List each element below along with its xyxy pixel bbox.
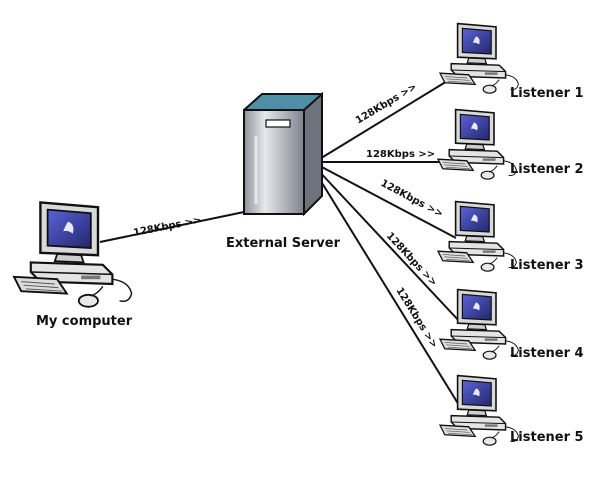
- upload-link: [99, 211, 245, 243]
- listener-label-4: Listener 4: [510, 346, 584, 361]
- source-computer: [12, 201, 133, 308]
- desktop-computer-icon: [439, 288, 520, 361]
- listener-label-3: Listener 3: [510, 258, 584, 273]
- stream-link-label-5: 128Kbps >>: [393, 286, 439, 350]
- listener-label-2: Listener 2: [510, 162, 584, 177]
- stream-link-4: [315, 167, 461, 323]
- source-label: My computer: [36, 314, 133, 329]
- listener-label-5: Listener 5: [510, 430, 584, 445]
- desktop-computer-icon: [439, 374, 520, 447]
- desktop-computer-icon: [12, 201, 133, 308]
- desktop-computer-icon: [437, 200, 518, 273]
- stream-link-5: [313, 169, 463, 411]
- desktop-computer-icon: [437, 108, 518, 180]
- stream-link-label-4: 128Kbps >>: [384, 231, 439, 289]
- stream-link-3: [317, 164, 457, 239]
- stream-link-label-2: 128Kbps >>: [366, 149, 435, 160]
- server-label: External Server: [226, 236, 341, 251]
- stream-link-1: [317, 71, 463, 161]
- listener-label-1: Listener 1: [510, 86, 584, 101]
- connections: [99, 71, 463, 411]
- tower-server-icon: [243, 91, 323, 217]
- upload-link-label: 128Kbps >>: [132, 215, 202, 239]
- desktop-computer-icon: [439, 22, 520, 94]
